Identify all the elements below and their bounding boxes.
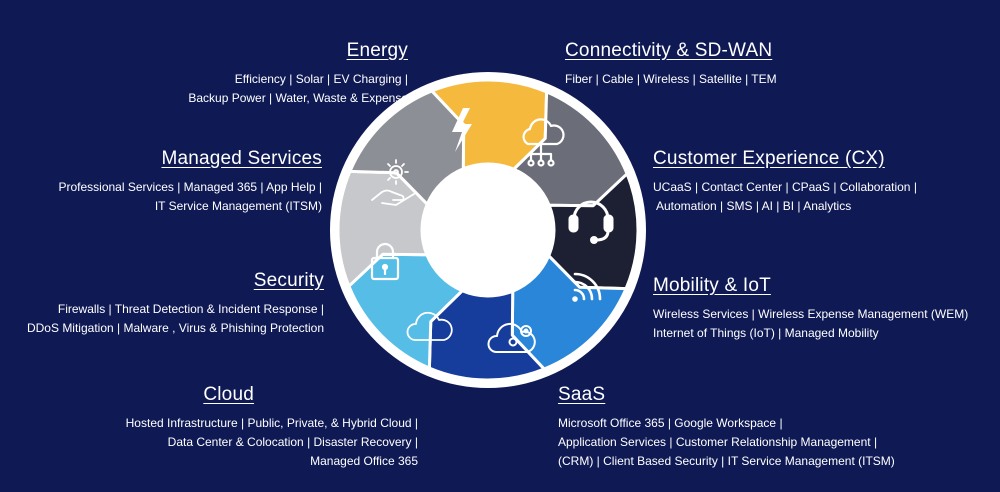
category-mobility-iot: Mobility & IoT Wireless Services | Wirel… bbox=[653, 275, 968, 343]
category-services: Data Center & Colocation | Disaster Reco… bbox=[167, 435, 418, 449]
category-services: Application Services | Customer Relation… bbox=[558, 435, 878, 449]
wifi-icon bbox=[572, 272, 602, 302]
category-services: Firewalls | Threat Detection & Incident … bbox=[57, 302, 324, 316]
category-title: Cloud bbox=[203, 384, 254, 405]
category-services: Microsoft Office 365 | Google Workspace … bbox=[558, 416, 783, 430]
wheel-segment-managed bbox=[348, 89, 466, 206]
category-services: Fiber | Cable | Wireless | Satellite | T… bbox=[565, 72, 777, 86]
category-customer-experience: Customer Experience (CX) UCaaS | Contact… bbox=[653, 148, 917, 216]
category-services: Automation | SMS | AI | BI | Analytics bbox=[656, 199, 852, 213]
category-services: DDoS Mitigation | Malware , Virus & Phis… bbox=[26, 321, 324, 335]
category-services: (CRM) | Client Based Security | IT Servi… bbox=[558, 454, 895, 468]
category-cloud: Cloud Hosted Infrastructure | Public, Pr… bbox=[126, 384, 418, 471]
category-services: IT Service Management (ITSM) bbox=[154, 199, 322, 213]
category-services: Professional Services | Managed 365 | Ap… bbox=[58, 180, 322, 194]
category-title: Connectivity & SD-WAN bbox=[565, 40, 773, 61]
category-title: Managed Services bbox=[161, 148, 322, 169]
category-services: Wireless Services | Wireless Expense Man… bbox=[653, 307, 969, 321]
network-cloud-icon bbox=[522, 118, 565, 167]
category-title: SaaS bbox=[558, 384, 606, 405]
hand-gear-icon bbox=[371, 159, 415, 206]
category-security: Security Firewalls | Threat Detection & … bbox=[27, 270, 324, 338]
lightning-icon bbox=[452, 108, 472, 152]
category-services: Managed Office 365 bbox=[310, 454, 418, 468]
category-services: Efficiency | Solar | EV Charging | bbox=[234, 72, 408, 86]
headset-icon bbox=[568, 200, 614, 244]
category-title: Energy bbox=[346, 40, 408, 61]
category-title: Mobility & IoT bbox=[653, 275, 771, 296]
cloud-gear-icon bbox=[487, 322, 536, 353]
category-title: Customer Experience (CX) bbox=[653, 148, 885, 169]
category-services: Hosted Infrastructure | Public, Private,… bbox=[125, 416, 418, 430]
category-connectivity: Connectivity & SD-WAN Fiber | Cable | Wi… bbox=[565, 40, 777, 89]
category-services: Backup Power | Water, Waste & Expense bbox=[188, 91, 408, 105]
category-services: Internet of Things (IoT) | Managed Mobil… bbox=[653, 326, 879, 340]
category-managed-services: Managed Services Professional Services |… bbox=[58, 148, 322, 216]
cloud-icon bbox=[406, 311, 453, 341]
wheel-center-hub bbox=[424, 166, 552, 294]
category-title: Security bbox=[253, 270, 324, 291]
category-services: UCaaS | Contact Center | CPaaS | Collabo… bbox=[653, 180, 917, 194]
category-energy: Energy Efficiency | Solar | EV Charging … bbox=[188, 40, 408, 108]
padlock-icon bbox=[370, 242, 400, 281]
category-saas: SaaS Microsoft Office 365 | Google Works… bbox=[558, 384, 895, 471]
